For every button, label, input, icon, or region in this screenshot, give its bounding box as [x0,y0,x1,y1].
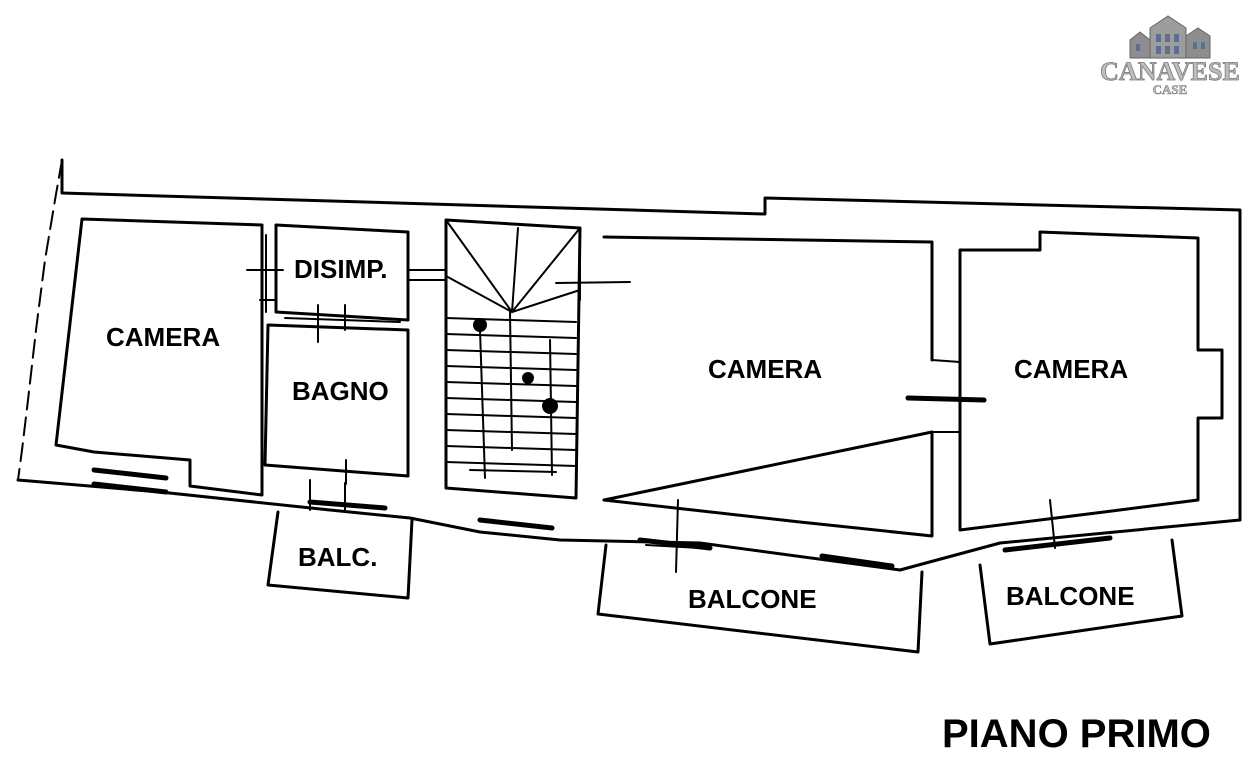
canavese-case-logo: CANAVESE CASE [1100,15,1240,97]
window-camera-center [637,537,895,569]
balcony-center: BALCONE [596,543,924,654]
door-between-cameras [905,395,987,403]
room-camera-right: CAMERA [958,230,1224,553]
plan-title: PIANO PRIMO [942,712,1211,756]
window-camera-left [91,467,169,495]
room-bagno: BAGNO [263,304,410,511]
label-camera-center: CAMERA [708,354,822,384]
window-bagno [307,499,388,511]
label-camera-right: CAMERA [1014,354,1128,384]
logo-buildings-icon [1129,15,1211,59]
label-balcone-center: BALCONE [688,584,817,614]
label-balcone-right: BALCONE [1006,581,1135,611]
balcony-small: BALC. [266,479,414,600]
window-staircase [477,517,555,531]
window-camera-right [1002,535,1113,553]
room-camera-left: CAMERA [54,217,264,497]
logo-sub: CASE [1153,82,1188,97]
label-camera-left: CAMERA [106,322,220,352]
logo-name: CANAVESE [1100,57,1240,86]
room-camera-center: CAMERA [555,235,987,573]
room-disimpegno: DISIMP. [246,223,445,322]
balcony-right: BALCONE [978,538,1184,646]
staircase [444,218,582,531]
outer-walls [16,158,1242,572]
label-disimp: DISIMP. [294,254,387,284]
label-bagno: BAGNO [292,376,389,406]
label-balc: BALC. [298,542,377,572]
